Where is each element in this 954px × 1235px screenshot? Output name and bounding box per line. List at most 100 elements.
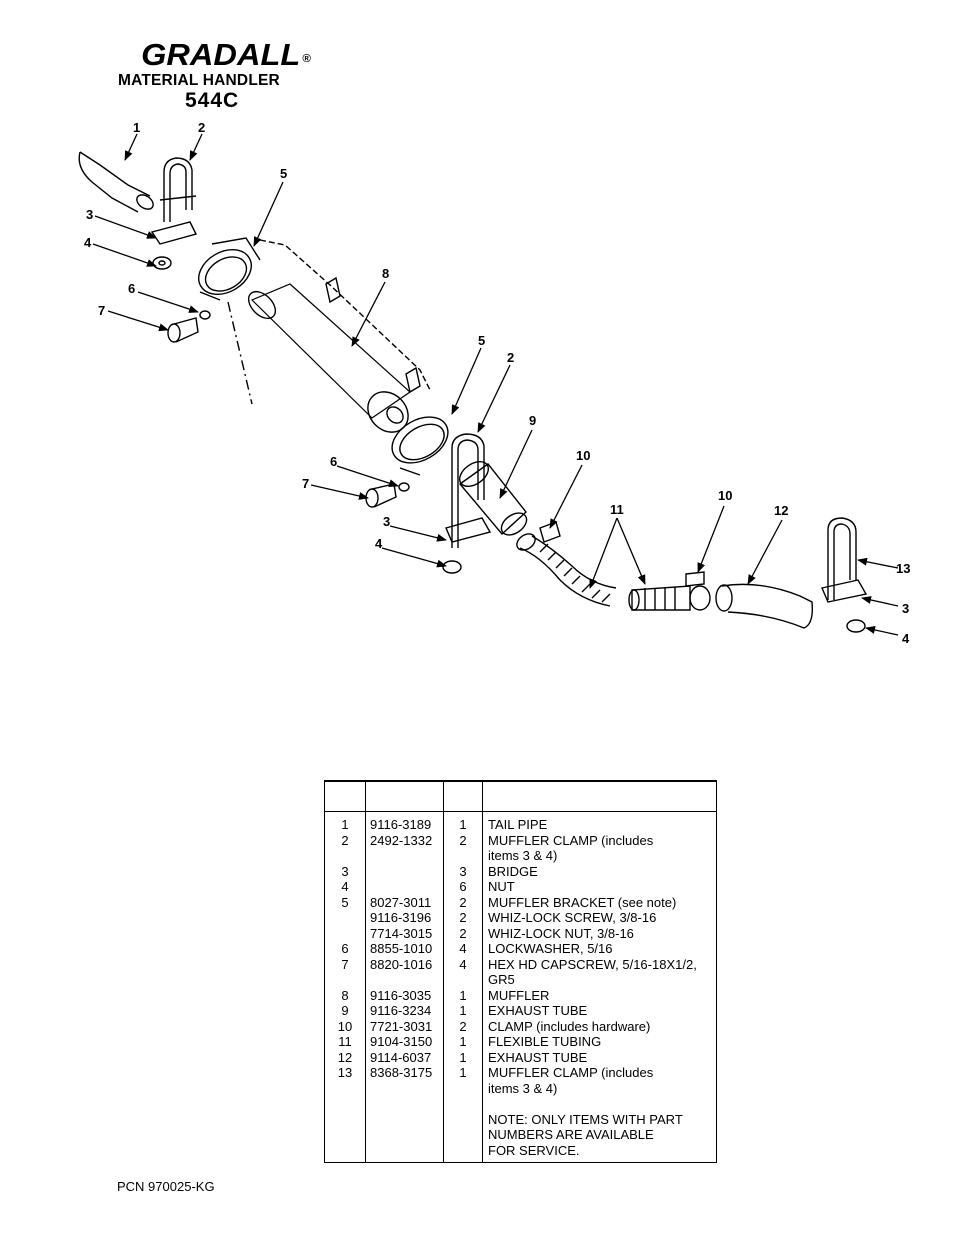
table-cell-part: 8855-1010: [370, 941, 433, 956]
table-cell-desc: NUT: [488, 879, 515, 894]
table-cell-part: [370, 1143, 443, 1159]
table-cell-part: [370, 848, 443, 864]
bracket-top: [198, 237, 261, 301]
exhaust-tube-12: [715, 583, 814, 629]
table-cell-desc: FLEXIBLE TUBING: [488, 1034, 602, 1049]
callout-9: 9: [529, 413, 536, 428]
table-cell-part: [370, 972, 443, 988]
table-cell-qty: 2: [459, 1018, 467, 1034]
table-cell-desc: MUFFLER CLAMP (includes: [488, 1065, 654, 1080]
table-cell-desc: BRIDGE: [488, 863, 538, 879]
table-cell-qty: [444, 1096, 482, 1112]
callout-7-lower: 7: [302, 476, 309, 491]
callout-11: 11: [610, 502, 624, 517]
table-cell-item: [325, 972, 365, 988]
table-cell-item: 5: [341, 894, 349, 910]
table-cell-item: 9: [341, 1003, 349, 1018]
table-cell-qty: 4: [459, 956, 467, 972]
table-cell-part: 9116-3189: [370, 817, 432, 832]
parts-table-header: [324, 780, 717, 812]
table-cell-desc: items 3 & 4): [488, 1080, 558, 1096]
subtitle: MATERIAL HANDLER: [118, 72, 280, 89]
table-cell-qty: 2: [459, 894, 467, 910]
callout-5-lower: 5: [478, 333, 485, 348]
bridge-bottom: [445, 517, 492, 543]
table-cell-desc: NOTE: ONLY ITEMS WITH PART: [488, 1111, 683, 1127]
header-item-col: [324, 780, 366, 812]
exhaust-exploded-diagram: 1 2 3 4 5 6 7 8 5 2 9 10 6 7 11 10 12 3 …: [78, 120, 910, 646]
table-cell-item: [325, 1127, 365, 1143]
callout-4-lower: 4: [375, 536, 383, 551]
table-cell-item: 7: [341, 956, 349, 972]
table-cell-item: [325, 1143, 365, 1159]
callout-10: 10: [576, 448, 590, 463]
table-cell-part: [370, 1081, 443, 1097]
table-cell-qty: 1: [459, 1034, 467, 1049]
table-cell-qty: [444, 972, 482, 988]
table-cell-part: [370, 1112, 443, 1128]
table-cell-qty: 4: [459, 941, 467, 956]
registered-mark: ®: [302, 53, 311, 65]
table-cell-part: [370, 1127, 443, 1143]
table-cell-part: [370, 879, 443, 895]
callout-6: 6: [128, 281, 135, 296]
u-bolt-bottom: [451, 433, 485, 548]
table-cell-item: 13: [337, 1065, 353, 1080]
table-cell-qty: 2: [459, 832, 467, 848]
u-bolt-top: [159, 157, 197, 222]
table-cell-item: [325, 848, 365, 864]
table-cell-qty: 1: [459, 1065, 467, 1080]
table-cell-item: 8: [341, 987, 349, 1003]
header-part-col: [365, 780, 444, 812]
table-cell-part: 8027-3011: [370, 894, 432, 910]
nut-right: [846, 619, 866, 633]
bridge-top: [150, 221, 198, 245]
callout-3: 3: [86, 207, 93, 222]
table-cell-desc: WHIZ-LOCK NUT, 3/8-16: [488, 925, 634, 941]
callout-7: 7: [98, 303, 105, 318]
table-cell-item: [325, 1096, 365, 1112]
table-cell-desc: items 3 & 4): [488, 848, 558, 863]
table-cell-part: 9104-3150: [370, 1034, 433, 1049]
table-cell-item: [325, 1081, 365, 1097]
table-cell-item: [325, 926, 365, 942]
table-cell-desc: HEX HD CAPSCREW, 5/16-18X1/2,: [488, 956, 697, 972]
table-cell-qty: 1: [459, 987, 467, 1003]
table-cell-qty: [444, 1143, 482, 1159]
brand-logo: GRADALL®: [118, 38, 328, 72]
callout-12: 12: [774, 503, 788, 518]
table-cell-qty: [444, 848, 482, 864]
table-cell-desc: MUFFLER: [488, 987, 550, 1003]
table-cell-part: 2492-1332: [370, 832, 433, 848]
callout-1: 1: [133, 120, 140, 135]
table-cell-item: 1: [341, 817, 349, 832]
brand-name: GRADALL: [141, 37, 301, 72]
clamp-right: [685, 571, 705, 587]
callout-6-lower: 6: [330, 454, 337, 469]
header-qty-col: [443, 780, 483, 812]
table-cell-qty: 6: [459, 879, 467, 894]
header-desc-col: [482, 780, 717, 812]
table-cell-qty: 1: [459, 1003, 467, 1018]
table-cell-item: [325, 1112, 365, 1128]
callout-8: 8: [382, 266, 389, 281]
table-cell-part: 7714-3015: [370, 925, 433, 941]
table-cell-item: 10: [337, 1018, 353, 1034]
callout-3-right: 3: [902, 601, 909, 616]
table-cell-desc: [488, 1096, 716, 1112]
flex-tube-left: [516, 533, 617, 607]
callout-5: 5: [280, 166, 287, 181]
table-cell-part: [370, 1096, 443, 1112]
callout-4: 4: [84, 235, 92, 250]
model-number: 544C: [185, 89, 240, 112]
pcn-footer: PCN 970025-KG: [117, 1179, 215, 1194]
table-cell-desc: GR5: [488, 972, 515, 987]
tail-pipe-shape: [78, 151, 154, 213]
table-cell-qty: 3: [459, 863, 467, 879]
table-cell-part: 8820-1016: [370, 956, 433, 972]
